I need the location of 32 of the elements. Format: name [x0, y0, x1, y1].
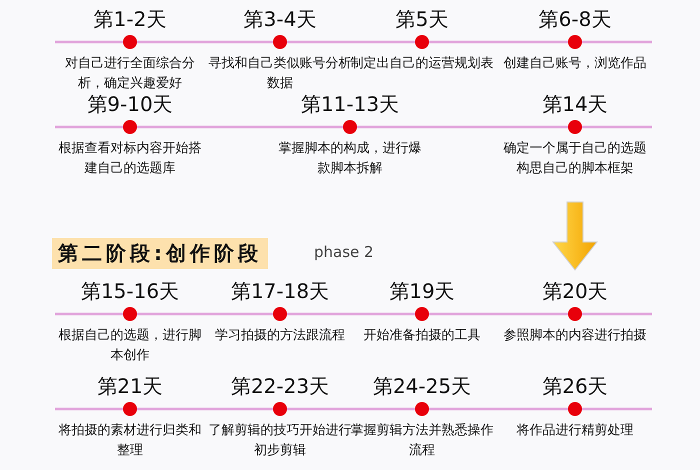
task-description: 开始准备拍摄的工具 — [362, 327, 482, 345]
task-description: 学习拍摄的方法跟流程 — [214, 327, 346, 345]
day-label: 第1-2天 — [94, 6, 166, 33]
day-label: 第3-4天 — [244, 6, 316, 33]
task-description: 根据查看对标内容开始搭建自己的选题库 — [58, 140, 202, 178]
task-description: 将作品进行精剪处理 — [516, 422, 634, 440]
day-label: 第17-18天 — [230, 278, 330, 305]
day-label: 第11-13天 — [300, 91, 400, 118]
day-label: 第9-10天 — [87, 91, 173, 118]
task-description: 确定一个属于自己的选题构思自己的脚本框架 — [502, 140, 648, 178]
day-label: 第14天 — [542, 91, 608, 118]
day-label: 第19天 — [389, 278, 455, 305]
task-description: 将拍摄的素材进行归类和整理 — [58, 422, 202, 460]
day-label: 第26天 — [542, 373, 608, 400]
task-description: 创建自己账号，浏览作品 — [502, 55, 648, 73]
task-description: 根据自己的选题，进行脚本创作 — [58, 327, 202, 365]
task-description: 对自己进行全面综合分析，确定兴趣爱好 — [64, 55, 196, 93]
task-description: 制定出自己的运营规划表 — [350, 55, 494, 73]
day-label: 第6-8天 — [538, 6, 612, 33]
task-description: 掌握脚本的构成，进行爆款脚本拆解 — [278, 140, 422, 178]
day-label: 第15-16天 — [80, 278, 180, 305]
day-label: 第24-25天 — [372, 373, 472, 400]
section-heading: 第二阶段:创作阶段 — [52, 238, 268, 269]
day-label: 第22-23天 — [230, 373, 330, 400]
day-label: 第5天 — [396, 6, 448, 33]
day-label: 第21天 — [97, 373, 163, 400]
section-subtitle: phase 2 — [314, 243, 374, 261]
day-label: 第20天 — [542, 278, 608, 305]
task-description: 掌握剪辑方法并熟悉操作流程 — [350, 422, 494, 460]
task-description: 参照脚本的内容进行拍摄 — [502, 327, 648, 345]
task-description: 寻找和自己类似账号分析数据 — [208, 55, 352, 93]
task-description: 了解剪辑的技巧开始进行初步剪辑 — [208, 422, 352, 460]
